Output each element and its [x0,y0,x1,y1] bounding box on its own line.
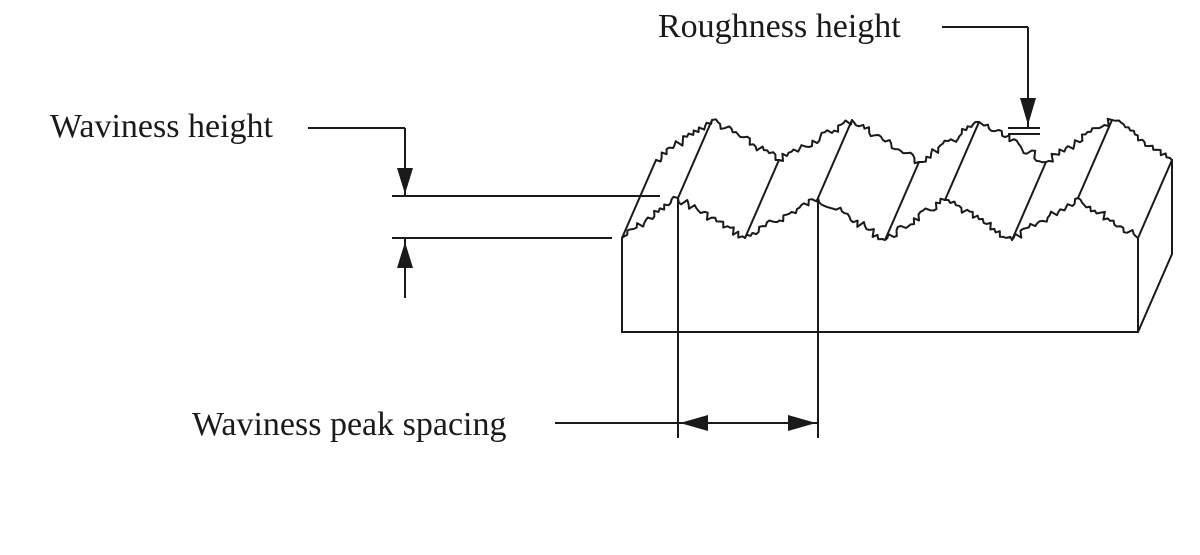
roughness-height-label: Roughness height [658,8,901,45]
front-rough-profile [621,195,1139,241]
waviness-height-arrow-down [397,168,413,194]
waviness-peak-spacing-label: Waviness peak spacing [192,406,507,443]
peak-spacing-arrow-left [680,415,708,431]
surface-ridge-line [677,119,713,199]
dimension-arrows [397,98,1036,431]
waviness-height-arrow-up [397,242,413,268]
surface-ridge-line [744,159,780,239]
surface-ridge-line [1077,119,1113,199]
peak-spacing-arrow-right [788,415,816,431]
block-bottom-depth-edge [1137,253,1173,333]
roughness-height-arrow-down [1020,98,1036,125]
surface-ridge-line [1137,159,1173,239]
dimension-lines [308,26,1040,438]
surface-ridge-line [884,161,920,241]
surface-ridge-line [817,119,853,199]
surface-ridge-line [621,159,657,239]
surface-ridge-line [944,121,980,201]
back-rough-profile [655,117,1173,165]
surface-ridge-line [1011,161,1047,241]
block-geometry [621,117,1173,333]
waviness-height-label: Waviness height [50,108,273,145]
